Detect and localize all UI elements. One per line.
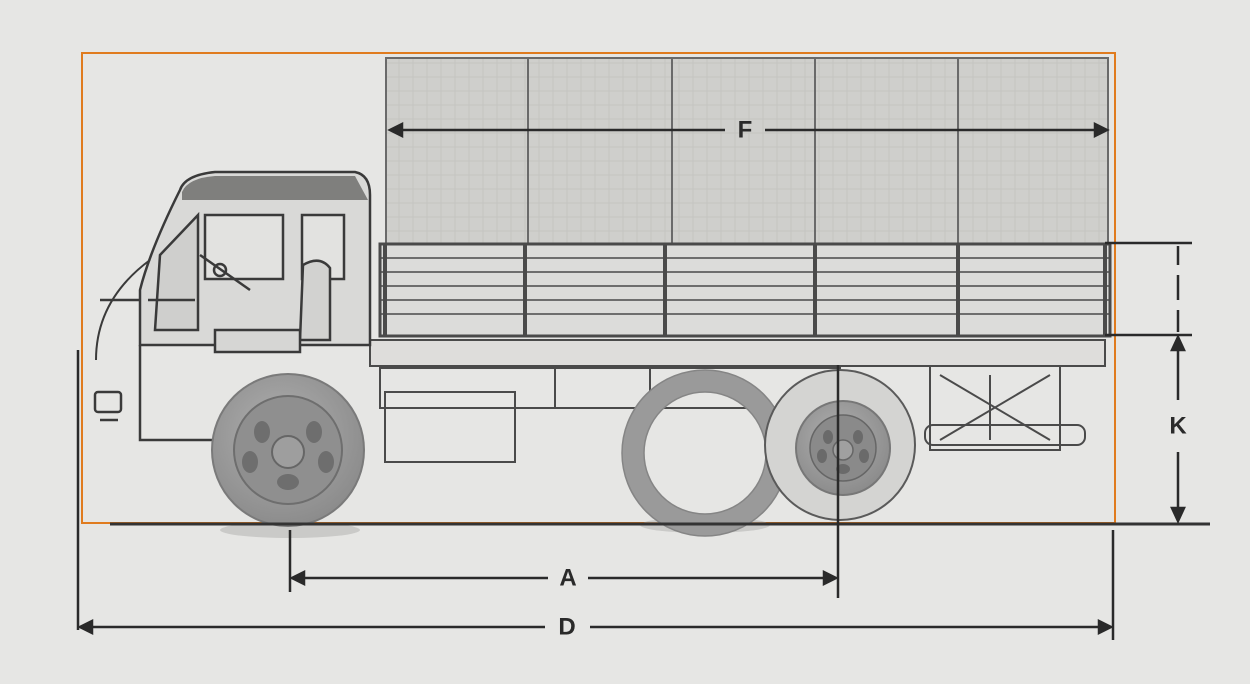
cargo-side-rails bbox=[378, 242, 1112, 338]
rear-hub bbox=[795, 400, 891, 496]
front-wheel bbox=[211, 373, 365, 538]
dimension-d-label: D bbox=[558, 613, 575, 640]
canvas-cover bbox=[385, 57, 1109, 245]
dimension-k-label: K bbox=[1169, 412, 1187, 439]
dimension-f bbox=[387, 121, 1110, 139]
truck-cab bbox=[93, 170, 372, 442]
dimension-a bbox=[288, 365, 840, 598]
dimension-d bbox=[76, 350, 1115, 640]
dimension-k bbox=[1105, 241, 1192, 524]
dimension-a-label: A bbox=[559, 564, 576, 591]
dimension-f-label: F bbox=[738, 116, 753, 143]
chassis-frame bbox=[369, 339, 1106, 463]
